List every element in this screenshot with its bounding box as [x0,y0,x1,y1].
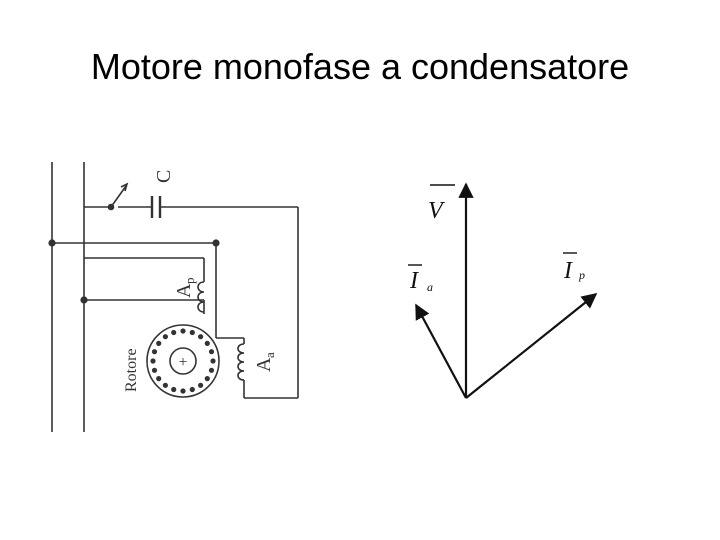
rotor-slot-dot [198,382,204,388]
rotor-slot-dot [198,334,204,340]
winding-p-letter: A [173,283,195,298]
slide-title: Motore monofase a condensatore [90,46,630,87]
switch-arrow-icon [120,182,129,192]
capacitor-label: C [153,170,175,183]
circuit-diagram [48,162,299,432]
phasor-ia-text: I [409,268,419,294]
junction-left [48,239,56,247]
rotor-body [146,324,220,398]
rotor-slot-dot [180,388,186,394]
rotor-slot-dot [150,358,156,364]
winding-p-subscript: p [182,278,197,285]
winding-a-subscript: a [262,352,277,358]
rotor-slot-dot [189,329,195,336]
phasor-ip-label: I p [563,252,585,284]
phasor-ip-subscript: p [578,268,585,282]
rotor-slot-dot [171,386,177,393]
winding-a-coil [237,343,245,381]
phasor-ia-label: I a [408,264,433,294]
rotor-slot-dot [151,349,158,355]
rotor-slot-dot [156,376,162,382]
rotor-slot-dot [180,328,186,334]
rotor-slot-dot [162,382,168,388]
rotor-slot-dot [210,358,216,364]
rotor-slot-dot [151,367,158,373]
rotor-slot-dot [189,386,195,393]
rotor-slot-dot [204,376,210,382]
rotor-slot-dot [208,367,215,373]
phasor-diagram [415,182,598,399]
winding-p-coil [197,281,205,313]
rotor-slot-dot [208,349,215,355]
phasor-ip-arrow [465,293,598,399]
winding-p-label: A p [173,278,197,299]
rotor-slots [150,328,216,394]
rotor-slot-dot [156,340,162,346]
rotor-center [169,347,197,375]
winding-a-label: A a [253,352,277,372]
rotor-slot-dot [162,334,168,340]
rotor-slot-dot [171,329,177,336]
phasor-v-text: V [428,198,445,224]
phasor-ia-subscript: a [427,280,433,294]
junction-loop [80,296,88,304]
winding-a-letter: A [253,357,275,372]
phasor-v-label: V [428,184,455,224]
rotor-slot-dot [204,340,210,346]
rotor-center-symbol: + [178,354,187,371]
switch-blade [110,185,127,208]
phasor-ip-text: I [563,258,573,284]
rotor-label: Rotore [123,348,140,392]
phasor-ia-arrow [415,303,467,399]
